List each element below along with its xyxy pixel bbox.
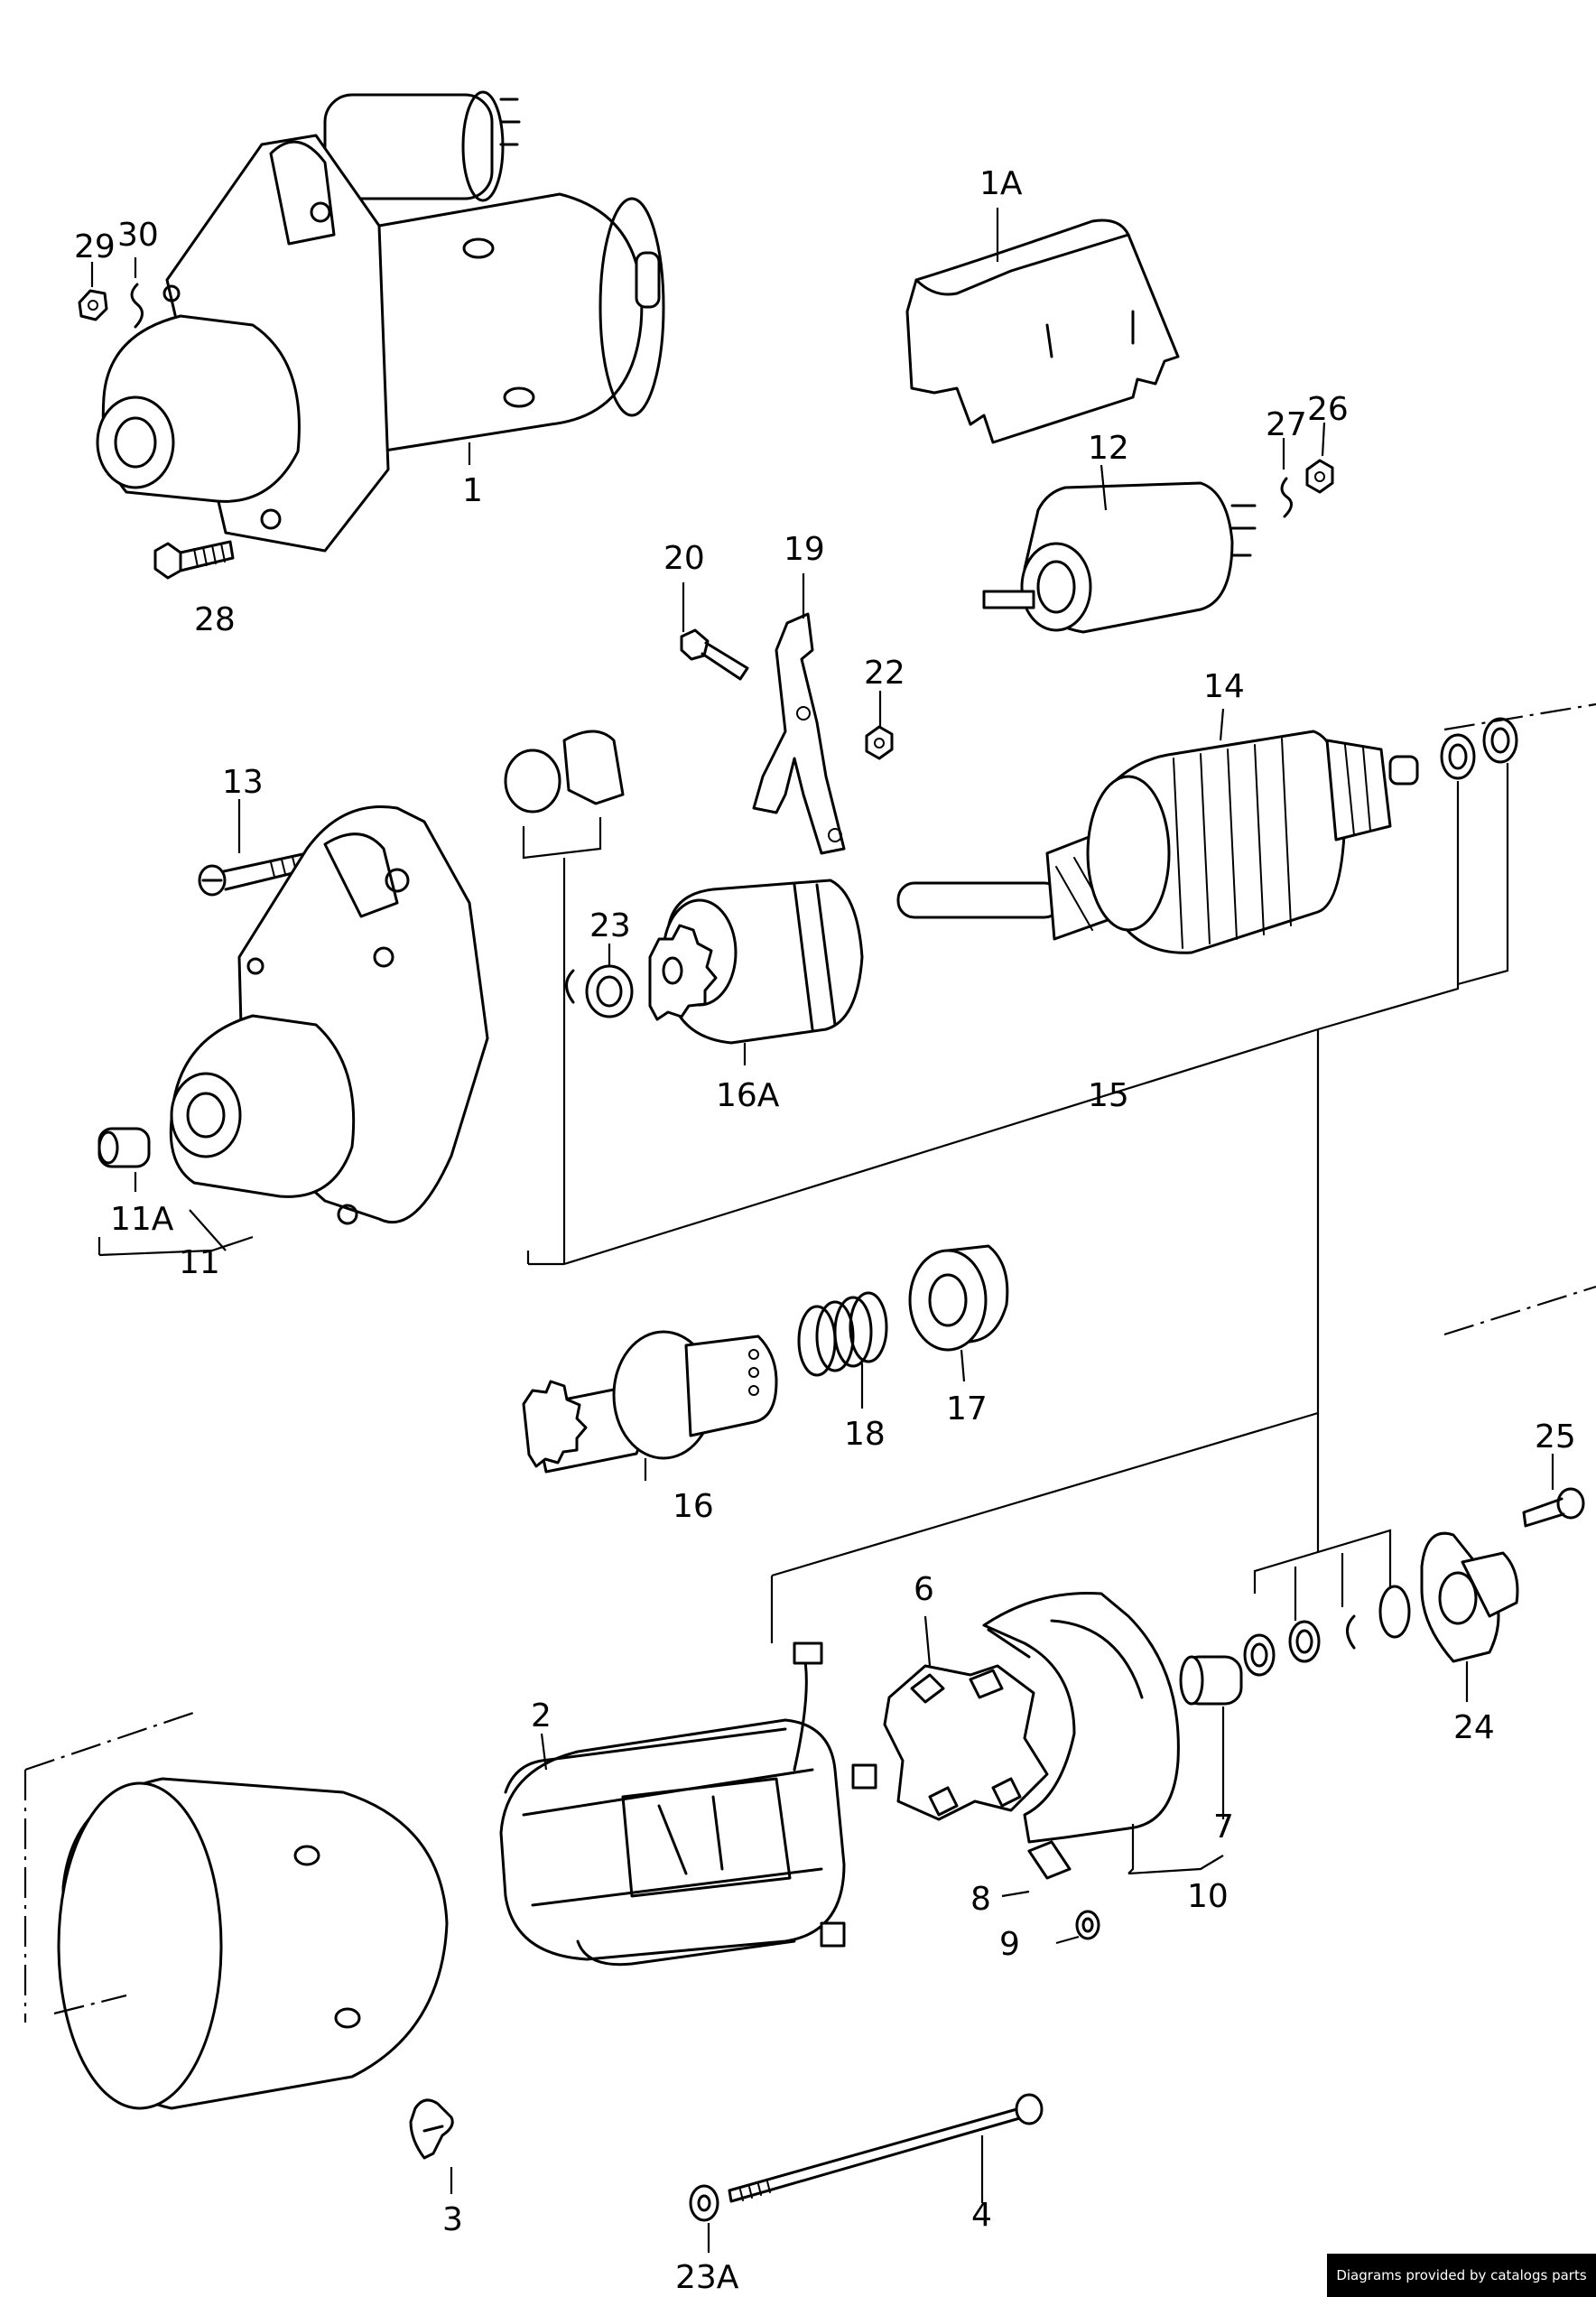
label-14: 14 xyxy=(1203,668,1245,705)
label-27: 27 xyxy=(1266,406,1307,443)
label-24: 24 xyxy=(1453,1709,1495,1746)
part-10-commutator-end-cover xyxy=(982,1591,1180,1844)
part-16-drive-assembly xyxy=(522,1330,778,1474)
shim-washers xyxy=(1243,1585,1411,1677)
part-23-bushing xyxy=(585,964,634,1018)
label-11A: 11A xyxy=(110,1201,174,1238)
label-1A: 1A xyxy=(979,165,1023,202)
part-11-drive-end-housing xyxy=(169,804,489,1225)
part-19-shift-lever xyxy=(752,612,846,855)
part-7-bushing xyxy=(1179,1655,1243,1706)
part-28-bolt xyxy=(153,540,235,580)
label-1: 1 xyxy=(462,472,483,509)
label-7: 7 xyxy=(1213,1809,1234,1846)
label-18: 18 xyxy=(844,1416,886,1453)
part-26-nut xyxy=(1305,459,1334,494)
part-16A-drive-pinion xyxy=(648,879,864,1045)
part-4-through-bolt xyxy=(728,2093,1044,2203)
part-22-nut xyxy=(865,725,894,760)
label-29: 29 xyxy=(74,228,116,265)
label-28: 28 xyxy=(194,601,236,638)
label-20: 20 xyxy=(663,540,705,577)
part-14-armature xyxy=(896,730,1419,954)
label-23: 23 xyxy=(589,907,631,944)
part-6-brush-plate xyxy=(883,1664,1049,1821)
label-2: 2 xyxy=(531,1697,552,1734)
part-1-starter-assembly xyxy=(96,90,665,553)
part-labels: 29 30 1 28 1A 12 27 26 20 19 22 14 13 23… xyxy=(74,165,1576,2296)
part-30-washer xyxy=(130,283,144,329)
part-29-nut xyxy=(78,289,108,321)
part-23A-washer xyxy=(689,2184,719,2222)
label-4: 4 xyxy=(971,2197,992,2234)
group-bracket-lines xyxy=(23,702,1596,2023)
label-12: 12 xyxy=(1088,430,1129,467)
part-8-brush xyxy=(1027,1840,1072,1880)
snap-ring xyxy=(565,969,575,1004)
label-19: 19 xyxy=(784,531,825,568)
part-2-field-coils xyxy=(499,1641,877,1967)
armature-washers xyxy=(1440,717,1518,780)
part-24-end-cap xyxy=(1420,1531,1519,1663)
label-9: 9 xyxy=(999,1926,1020,1963)
label-13: 13 xyxy=(222,764,264,801)
label-26: 26 xyxy=(1307,391,1349,428)
retaining-clips xyxy=(504,730,625,814)
part-18-spring xyxy=(797,1291,888,1377)
part-27-washer xyxy=(1280,477,1293,518)
label-3: 3 xyxy=(442,2201,463,2238)
part-yoke-housing xyxy=(57,1777,449,2110)
label-15: 15 xyxy=(1088,1077,1129,1114)
part-12-solenoid xyxy=(982,481,1257,634)
part-25-screw xyxy=(1522,1487,1585,1528)
label-23A: 23A xyxy=(675,2259,739,2296)
part-11A-bushing xyxy=(97,1127,151,1168)
part-3-screw xyxy=(409,2098,454,2160)
label-10: 10 xyxy=(1187,1878,1229,1915)
label-22: 22 xyxy=(864,655,905,692)
part-1A-cover xyxy=(905,219,1180,444)
label-16: 16 xyxy=(673,1488,714,1525)
label-25: 25 xyxy=(1535,1418,1576,1455)
part-17-stop-ring xyxy=(908,1244,1009,1352)
part-20-bolt xyxy=(680,628,749,681)
label-30: 30 xyxy=(117,217,159,254)
label-6: 6 xyxy=(914,1571,934,1608)
footer-credit: Diagrams provided by catalogs parts xyxy=(1327,2254,1596,2297)
label-17: 17 xyxy=(946,1390,988,1427)
label-16A: 16A xyxy=(716,1077,780,1114)
label-8: 8 xyxy=(970,1881,991,1918)
label-11: 11 xyxy=(179,1244,220,1281)
leader-lines xyxy=(90,208,1554,2253)
part-9-spring xyxy=(1075,1910,1100,1940)
